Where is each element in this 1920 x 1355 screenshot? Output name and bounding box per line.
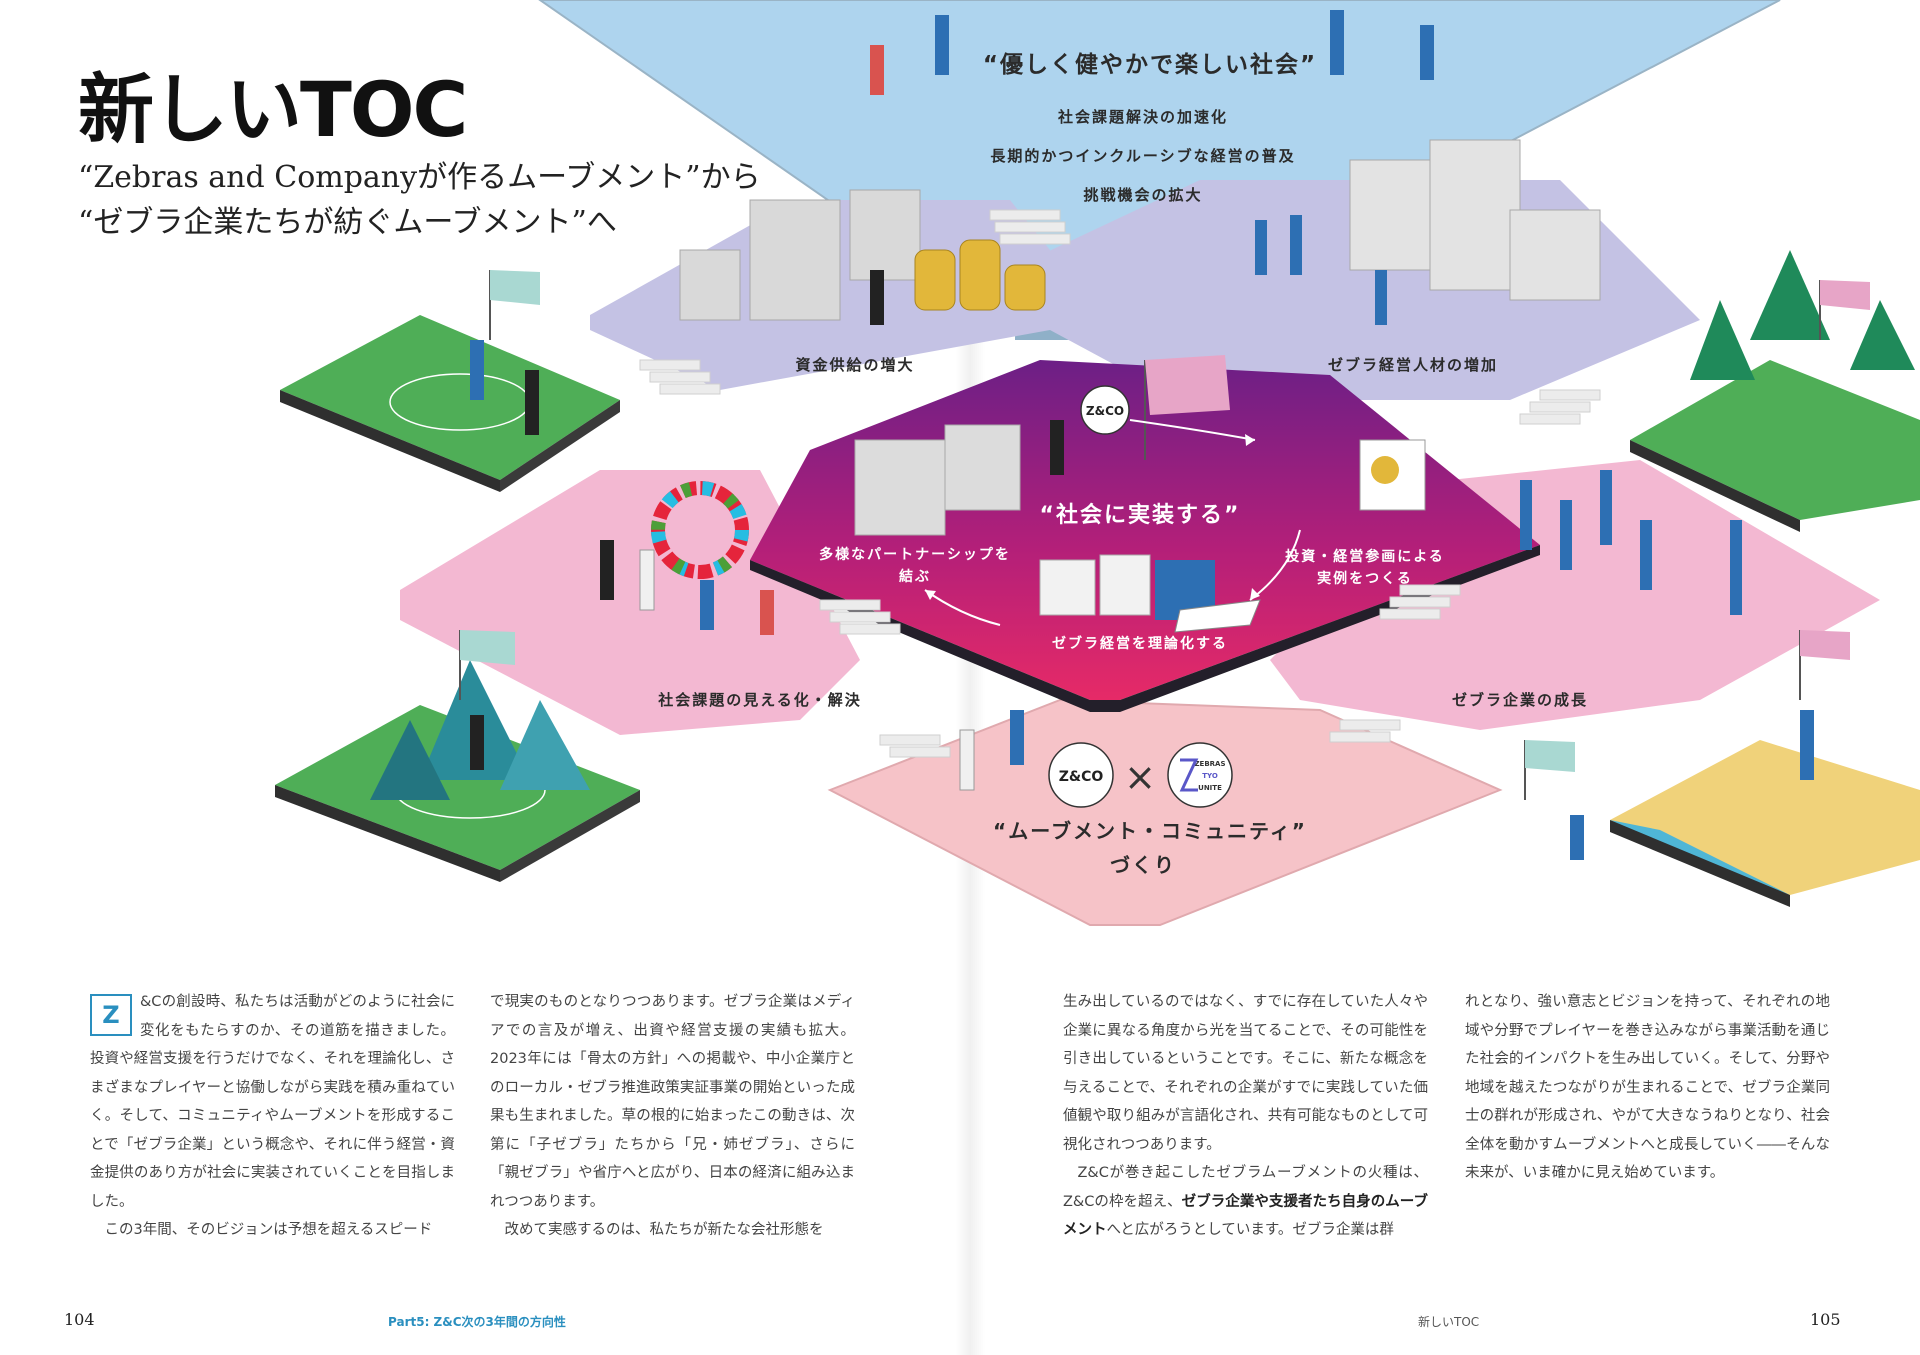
logo-right-line-3: UNITE <box>1198 784 1222 792</box>
center-left-line-1: 多様なパートナーシップを <box>819 546 1011 563</box>
zco-logo-center: Z&CO <box>1080 385 1130 435</box>
dropcap: Z <box>90 994 132 1036</box>
people-figures <box>470 10 1814 860</box>
col4-paragraph-1: れとなり、強い意志とビジョンを持って、それぞれの地域や分野でプレイヤーを巻き込み… <box>1465 994 1830 1181</box>
subtitle-line-1: “Zebras and Companyが作るムーブメント”から <box>78 160 761 195</box>
island-right-upper <box>1630 360 1920 532</box>
top-item-1: 社会課題解決の加速化 <box>1057 108 1228 126</box>
island-right-lower <box>1610 740 1920 907</box>
col3-paragraph-2: Z&Cが巻き起こしたゼブラムーブメントの火種は、Z&Cの枠を超え、ゼブラ企業や支… <box>1063 1159 1428 1245</box>
col2-paragraph-2: 改めて実感するのは、私たちが新たな会社形態を <box>504 1222 824 1238</box>
trees <box>1690 250 1915 380</box>
island-left-lower <box>275 705 640 882</box>
buildings-center <box>854 424 1021 536</box>
page-number-left: 104 <box>64 1310 95 1329</box>
flags <box>459 270 1870 800</box>
subtitle-line-2: “ゼブラ企業たちが紡ぐムーブメント”へ <box>78 205 617 240</box>
col3-paragraph-1: 生み出しているのではなく、すでに存在していた人々や企業に異なる角度から光を当てる… <box>1063 994 1428 1153</box>
center-bottom-label: ゼブラ経営を理論化する <box>1052 635 1228 652</box>
stairs <box>639 209 1601 758</box>
label-talent: ゼブラ経営人材の増加 <box>1328 356 1498 374</box>
col3-p2-part-a: Z&Cが巻き起こしたゼブラムーブメントの火種は、Z&Cの枠を超え、 <box>1063 1165 1428 1210</box>
top-heading: “優しく健やかで楽しい社会” <box>983 51 1317 78</box>
books-monitors-center <box>1039 554 1261 633</box>
body-column-2: で現実のものとなりつつあります。ゼブラ企業はメディアでの言及が増え、出資や経営支… <box>490 988 855 1245</box>
col1-paragraph-2: この3年間、そのビジョンは予想を超えるスピード <box>104 1222 433 1238</box>
center-heading: “社会に実装する” <box>1040 502 1241 528</box>
page-title: 新しいTOC <box>78 65 468 154</box>
zco-logo-bottom: Z&CO <box>1048 742 1114 808</box>
presentation-board <box>1359 439 1426 511</box>
bottom-heading: “ムーブメント・コミュニティ” <box>993 819 1307 843</box>
part-label: Part5: Z&C次の3年間の方向性 <box>388 1315 566 1329</box>
logo-right-line-2: TYO <box>1202 772 1218 780</box>
zebras-tyo-unite-logo: ZEBRAS TYO UNITE <box>1167 742 1233 808</box>
col3-p2-bold: ゼブラ企業や支援者たち自身のムーブメント <box>1063 1193 1428 1239</box>
island-left-upper <box>280 315 620 492</box>
cross-mark: × <box>1124 755 1156 799</box>
center-right-line-2: 実例をつくる <box>1317 570 1413 587</box>
top-item-2: 長期的かつインクルーシブな経営の普及 <box>990 147 1295 165</box>
toc-illustration: Z&CO “優しく健やかで楽しい社会” 社会課題解決の加速化 長期的かつインクル… <box>275 0 1920 926</box>
logo-right-line-1: ZEBRAS <box>1194 760 1225 768</box>
center-left-line-2: 結ぶ <box>899 568 931 585</box>
body-column-1: Z&Cの創設時、私たちは活動がどのように社会に変化をもたらすのか、その道筋を描き… <box>90 988 455 1245</box>
bottom-heading-2: づくり <box>1110 853 1176 877</box>
label-visualize: 社会課題の見える化・解決 <box>657 691 862 709</box>
running-head: 新しいTOC <box>1418 1315 1480 1329</box>
zco-logo-text-bottom: Z&CO <box>1059 769 1104 785</box>
body-column-4: れとなり、強い意志とビジョンを持って、それぞれの地域や分野でプレイヤーを巻き込み… <box>1465 988 1830 1188</box>
top-item-3: 挑戦機会の拡大 <box>1083 186 1202 204</box>
zco-logo-text-center: Z&CO <box>1086 404 1124 418</box>
col2-paragraph-1: で現実のものとなりつつあります。ゼブラ企業はメディアでの言及が増え、出資や経営支… <box>490 994 855 1210</box>
page-number-right: 105 <box>1810 1310 1841 1329</box>
col1-paragraph-1: &Cの創設時、私たちは活動がどのように社会に変化をもたらすのか、その道筋を描きま… <box>90 994 455 1210</box>
label-funding: 資金供給の増大 <box>795 356 914 374</box>
center-right-line-1: 投資・経営参画による <box>1285 548 1445 565</box>
body-column-3: 生み出しているのではなく、すでに存在していた人々や企業に異なる角度から光を当てる… <box>1063 988 1428 1245</box>
label-growth: ゼブラ企業の成長 <box>1452 691 1588 709</box>
buildings-upper-left <box>679 189 921 321</box>
col3-p2-part-b: へと広がろうとしています。ゼブラ企業は群 <box>1106 1222 1394 1238</box>
sdg-wheel-icon <box>651 481 749 579</box>
buildings-upper-right <box>1349 139 1601 301</box>
platform-bottom <box>827 698 1503 926</box>
coin-stacks <box>914 239 1046 311</box>
